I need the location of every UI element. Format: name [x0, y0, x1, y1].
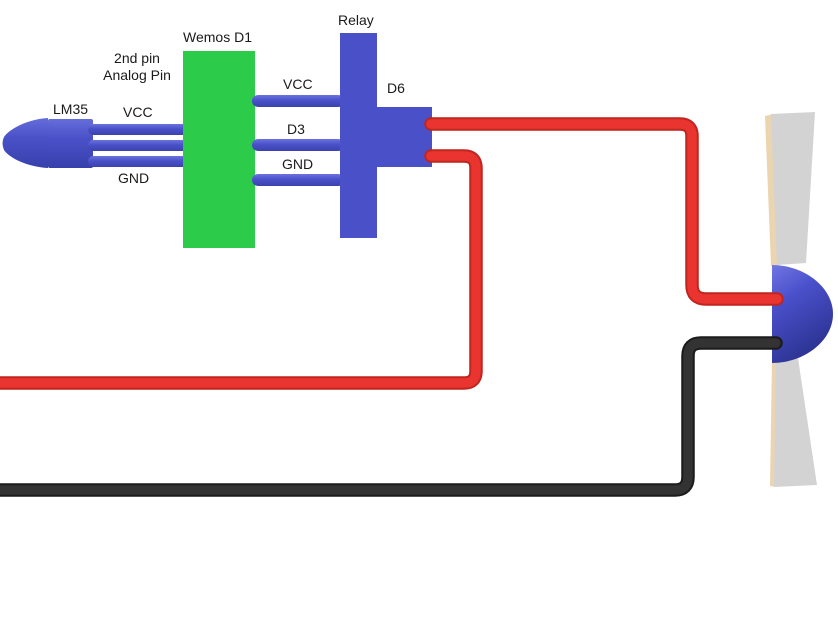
fan-blade-top-edge	[765, 114, 779, 266]
lm35-label: LM35	[53, 101, 89, 117]
lm35-pin-vcc	[88, 124, 188, 135]
relay-module	[340, 33, 432, 238]
wire-black-fan-to-supply	[0, 338, 781, 495]
lm35-pin-gnd	[88, 156, 188, 167]
wemos-d1-board	[183, 51, 255, 248]
wire-red-relay-to-fan	[426, 119, 782, 304]
lm35-pin-analog	[88, 140, 188, 151]
wire-red-relay-to-supply	[0, 151, 481, 388]
lm35-sensor-tip	[2, 118, 48, 168]
wemos-d1-label: Wemos D1	[183, 29, 252, 45]
fan-hub	[772, 265, 833, 363]
analog-pin-label-line2: Analog Pin	[103, 67, 171, 83]
relay-label: Relay	[338, 12, 374, 28]
wire-red-relay-to-fan-outline	[424, 117, 784, 306]
d6-relay-label: D6	[387, 80, 405, 96]
analog-pin-label-line1: 2nd pin	[114, 50, 160, 66]
gnd-wemos-label: GND	[282, 156, 314, 172]
fan-blade-bottom	[774, 358, 817, 487]
lm35-sensor-body	[48, 119, 93, 168]
vcc-wemos-label: VCC	[283, 76, 313, 92]
d3-wemos-label: D3	[287, 121, 305, 137]
wemos-pin-gnd	[252, 174, 344, 186]
analog-pin-label: 2nd pin Analog Pin	[96, 50, 178, 84]
fan-blade-top	[771, 112, 815, 265]
gnd-sensor-label: GND	[118, 170, 150, 186]
vcc-sensor-label: VCC	[123, 104, 153, 120]
wemos-pin-vcc	[252, 95, 344, 107]
wire-black-fan-to-supply-outline	[0, 336, 783, 497]
wemos-pin-d3	[252, 139, 344, 151]
